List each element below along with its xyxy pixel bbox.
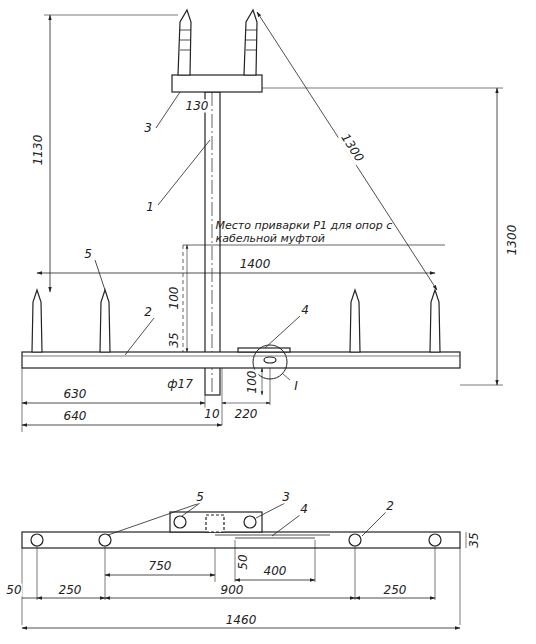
dimension: 250 <box>383 584 408 597</box>
dimension: 1460 <box>225 614 258 627</box>
detail-mark: I <box>293 380 299 393</box>
dimension: 1400 <box>239 258 272 271</box>
callout-number: 5 <box>83 248 93 261</box>
dimension: 640 <box>63 410 88 423</box>
dimension: 130 <box>185 100 210 113</box>
hole-diameter: ф17 <box>166 378 194 391</box>
callout-number: 4 <box>300 304 310 317</box>
callout-number: 2 <box>143 306 153 319</box>
dimension: 250 <box>58 584 83 597</box>
callout-number: 2 <box>385 500 395 513</box>
callout-number: 1 <box>145 201 155 214</box>
dimension: 50 <box>5 584 22 597</box>
dimension: 100 <box>168 286 181 311</box>
dimension: 50 <box>237 553 250 570</box>
dimension: 220 <box>234 408 259 421</box>
dimension: 750 <box>148 560 173 573</box>
dimension: 400 <box>263 565 288 578</box>
dimension: 1300 <box>338 131 367 165</box>
callout-number: 4 <box>299 503 309 516</box>
weld-note: Место приварки Р1 для опор с кабельной м… <box>215 219 422 245</box>
dimension: 630 <box>63 388 88 401</box>
dimension: 10 <box>203 408 220 421</box>
callout-number: 3 <box>143 122 153 135</box>
dimension: 1300 <box>506 224 519 257</box>
callout-number: 3 <box>281 491 291 504</box>
dimension: 100 <box>246 370 259 395</box>
dimension: 35 <box>168 331 181 348</box>
dimension: 35 <box>468 531 481 548</box>
callout-number: 5 <box>195 491 205 504</box>
dimension: 900 <box>220 584 245 597</box>
dimension: 1130 <box>32 134 45 167</box>
